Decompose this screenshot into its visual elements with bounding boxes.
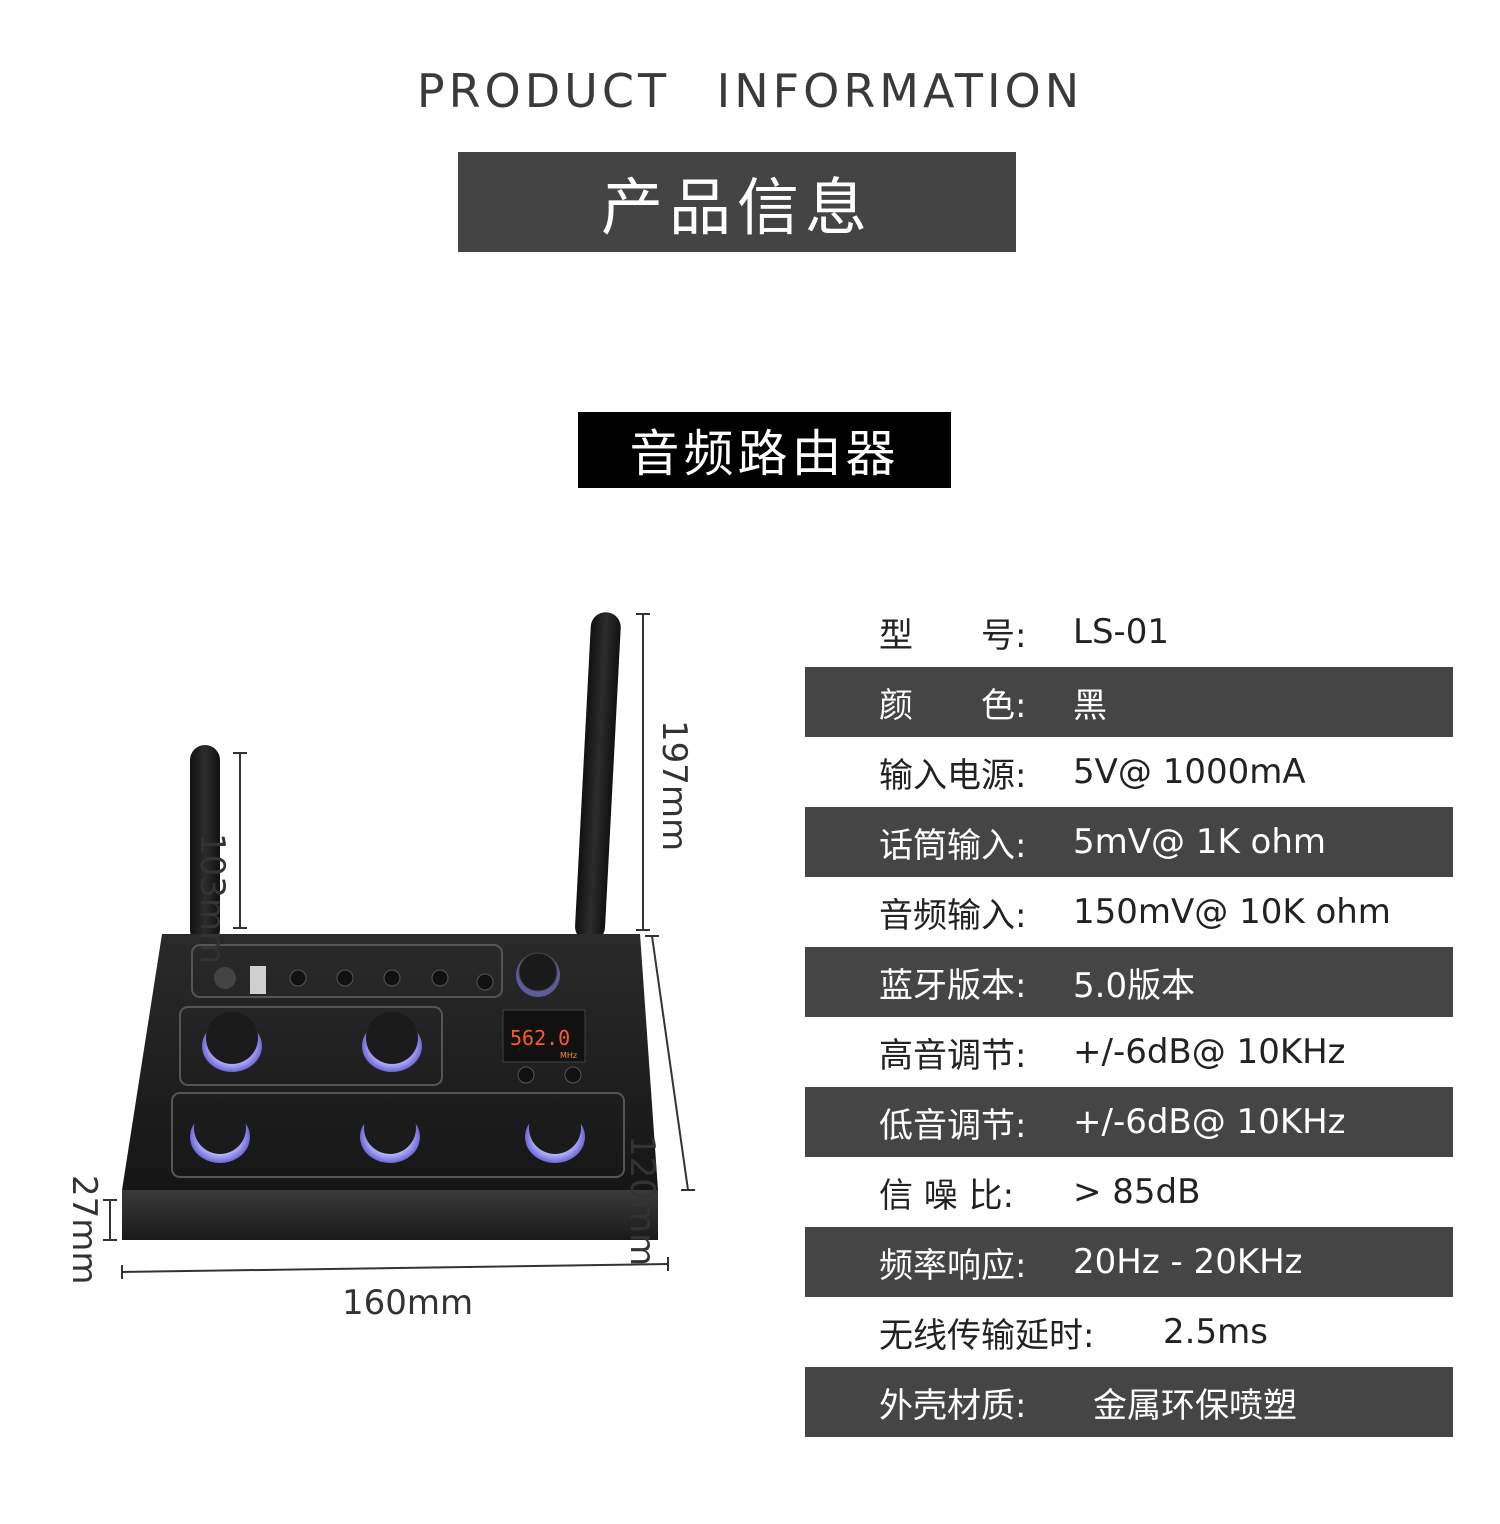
spec-value: 2.5ms <box>1163 1312 1268 1352</box>
antenna-left <box>190 745 220 945</box>
setting-button[interactable] <box>476 973 494 991</box>
spec-label: 低音调节: <box>879 1105 1027 1146</box>
spec-row: 蓝牙版本: 5.0版本 <box>805 947 1453 1017</box>
knob-3[interactable] <box>190 1102 250 1163</box>
mode-button[interactable] <box>289 969 307 987</box>
display-panel <box>502 1009 586 1063</box>
spec-label: 高音调节: <box>879 1035 1027 1076</box>
spec-value: 5mV@ 1K ohm <box>1073 822 1327 862</box>
spec-table: 型 号: LS-01 颜 色: 黑输入电源: 5V@ 1000mA 话筒输入: 5mV@ 1… <box>805 597 1453 1437</box>
heading-english: PRODUCT INFORMATION <box>416 64 1084 118</box>
spec-value: 150mV@ 10K ohm <box>1073 892 1391 932</box>
product-name-banner: 音频路由器 <box>578 412 951 488</box>
spec-label: 频率响应: <box>879 1245 1027 1286</box>
bluetooth-icon <box>214 967 236 989</box>
usb-port <box>250 966 266 994</box>
dim-label-antenna-short: 103mm <box>192 833 232 965</box>
dim-line-width <box>121 1263 669 1273</box>
product-illustration: 562.0 MHz <box>103 612 695 1279</box>
lower-knob-panel <box>171 1092 625 1178</box>
spec-value: > 85dB <box>1073 1172 1201 1212</box>
spec-value: +/-6dB@ 10KHz <box>1073 1102 1346 1142</box>
display-reading: 562.0 <box>510 1026 570 1050</box>
device-front <box>122 1190 658 1240</box>
knob-5[interactable] <box>525 1102 585 1163</box>
spec-row: 高音调节: +/-6dB@ 10KHz <box>805 1017 1453 1087</box>
spec-label: 颜 色: <box>879 685 1027 726</box>
knob-1[interactable] <box>202 1012 262 1072</box>
spec-value: 金属环保喷塑 <box>1093 1385 1297 1426</box>
spec-row: 话筒输入: 5mV@ 1K ohm <box>805 807 1453 877</box>
spec-value: 5.0版本 <box>1073 965 1196 1006</box>
spec-row: 低音调节: +/-6dB@ 10KHz <box>805 1087 1453 1157</box>
spec-value: 20Hz - 20KHz <box>1073 1242 1303 1282</box>
spec-row: 外壳材质: 金属环保喷塑 <box>805 1367 1453 1437</box>
spec-row: 输入电源: 5V@ 1000mA <box>805 737 1453 807</box>
knob-2[interactable] <box>362 1012 422 1072</box>
next-button[interactable] <box>431 969 449 987</box>
spec-value: 5V@ 1000mA <box>1073 752 1306 792</box>
spec-label: 型 号: <box>879 615 1027 656</box>
dim-label-height: 27mm <box>64 1175 104 1285</box>
dim-line-depth <box>651 935 689 1191</box>
dim-label-depth: 120mm <box>622 1135 662 1267</box>
prev-button[interactable] <box>336 969 354 987</box>
spec-label: 信 噪 比: <box>879 1175 1015 1216</box>
title-banner: 产品信息 <box>458 152 1016 252</box>
spec-row: 信 噪 比: > 85dB <box>805 1157 1453 1227</box>
dim-label-width: 160mm <box>342 1283 474 1323</box>
spec-label: 无线传输延时: <box>879 1315 1095 1356</box>
spec-row: 颜 色: 黑 <box>805 667 1453 737</box>
display-unit: MHz <box>560 1051 577 1060</box>
spec-label: 音频输入: <box>879 895 1027 936</box>
spec-label: 外壳材质: <box>879 1385 1027 1426</box>
antenna-right <box>575 612 621 942</box>
spec-row: 型 号: LS-01 <box>805 597 1453 667</box>
upper-knob-panel <box>179 1006 443 1086</box>
product-name: 音频路由器 <box>629 425 900 483</box>
play-button[interactable] <box>383 969 401 987</box>
spec-value: LS-01 <box>1073 612 1170 652</box>
spec-label: 蓝牙版本: <box>879 965 1027 1006</box>
spec-label: 输入电源: <box>879 755 1027 796</box>
spec-value: 黑 <box>1073 685 1107 726</box>
spec-label: 话筒输入: <box>879 825 1027 866</box>
knob-4[interactable] <box>360 1102 420 1163</box>
spec-row: 音频输入: 150mV@ 10K ohm <box>805 877 1453 947</box>
spec-row: 无线传输延时: 2.5ms <box>805 1297 1453 1367</box>
master-knob[interactable] <box>518 952 558 992</box>
dim-label-antenna-long: 197mm <box>654 720 694 852</box>
display-button-2[interactable] <box>564 1066 582 1084</box>
spec-value: +/-6dB@ 10KHz <box>1073 1032 1346 1072</box>
spec-row: 频率响应: 20Hz - 20KHz <box>805 1227 1453 1297</box>
title-chinese: 产品信息 <box>600 171 873 244</box>
control-strip <box>191 944 503 998</box>
display-button-1[interactable] <box>517 1066 535 1084</box>
